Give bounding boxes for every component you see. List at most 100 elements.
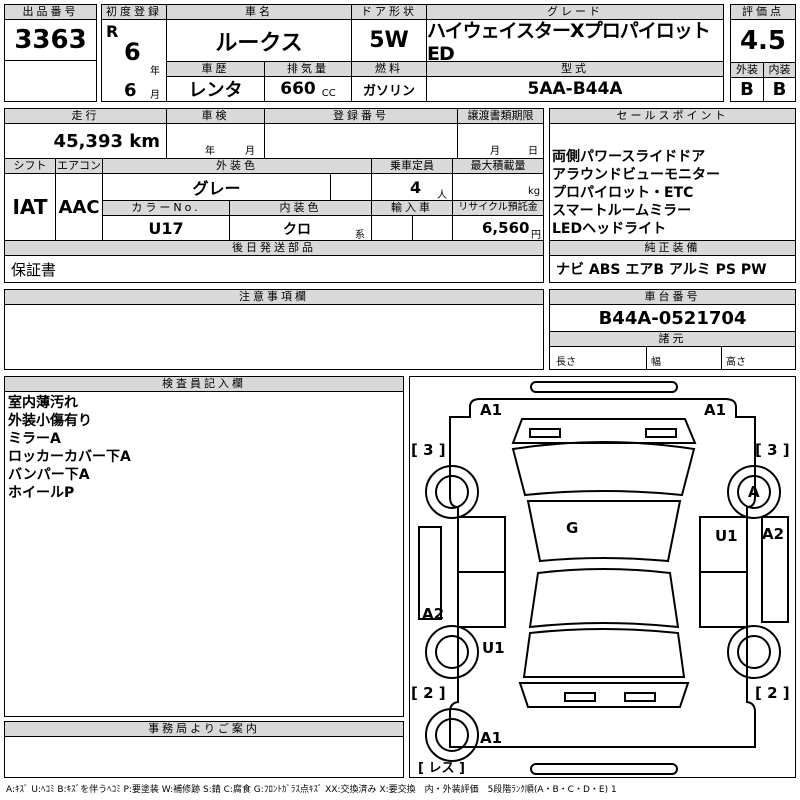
car-name: ルークス	[166, 19, 352, 62]
lot-no-label: 出品番号	[4, 4, 97, 20]
damage-mark: A2	[422, 605, 445, 623]
damage-mark: U1	[715, 527, 738, 545]
lot-no-blank	[4, 60, 97, 102]
left-taillight-outline	[564, 692, 596, 702]
notes-label: 注意事項欄	[4, 289, 544, 305]
fuel-label: 燃料	[351, 61, 427, 77]
notes-box	[4, 304, 544, 370]
inspector-line: バンパー下A	[8, 467, 90, 483]
exterior-color: グレー	[102, 173, 331, 201]
damage-mark: U1	[482, 639, 505, 657]
transfer-day-unit: 日	[528, 146, 538, 157]
inspection-month-unit: 月	[245, 146, 255, 157]
fuel: ガソリン	[351, 76, 427, 102]
grade: ハイウェイスターXプロパイロットED	[426, 19, 724, 65]
chassis-label: 車台番号	[549, 289, 796, 305]
spec-width: 幅	[646, 346, 722, 370]
int-grade: B	[763, 77, 796, 102]
spec-length: 長さ	[549, 346, 647, 370]
model: 5AA-B44A	[426, 76, 724, 102]
interior-color-unit: 系	[355, 230, 365, 241]
history-label: 車歴	[166, 61, 265, 77]
deferred-label: 後日発送部品	[4, 240, 544, 256]
door: 5W	[351, 19, 427, 62]
damage-mark: A1	[480, 401, 503, 419]
office-label: 事務局よりご案内	[4, 721, 404, 737]
car-outline-diagram	[418, 381, 789, 775]
inspector-line: ミラーA	[8, 431, 61, 447]
inspector-line: 室内薄汚れ	[8, 395, 78, 411]
deferred: 保証書	[4, 255, 544, 283]
reg-no-label: 登録番号	[264, 108, 458, 124]
wheel-front-right	[727, 465, 781, 519]
import-label: 輸入車	[371, 200, 453, 216]
left-skirt-outline	[418, 526, 442, 620]
score: 4.5	[730, 19, 796, 63]
lot-no: 3363	[4, 19, 97, 61]
sales-point: 両側パワースライドドア	[552, 149, 706, 165]
displacement-box: 660 CC	[264, 76, 352, 102]
inspector-line: ホイールP	[8, 485, 75, 501]
damage-mark: A2	[762, 525, 785, 543]
max-load-unit: kg	[528, 186, 541, 197]
rear-hatch-outline	[522, 628, 686, 678]
ac-label: エアコン	[55, 158, 103, 174]
score-label: 評価点	[730, 4, 796, 20]
mileage: 45,393 km	[4, 123, 167, 159]
model-label: 型式	[426, 61, 724, 77]
wheel-front-left	[425, 465, 479, 519]
transfer-label: 譲渡書類期限	[457, 108, 544, 124]
first-reg-label: 初度登録	[101, 4, 167, 20]
right-taillight-outline	[624, 692, 656, 702]
front-bumper-outline	[530, 381, 678, 393]
wheel-rear-left	[425, 625, 479, 679]
spec-length-label: 長さ	[556, 357, 576, 368]
damage-mark: A	[748, 483, 760, 501]
inspection-label: 車検	[166, 108, 265, 124]
recycle: 6,560	[482, 219, 530, 237]
inspector-lines: 室内薄汚れ 外装小傷有り ミラーA ロッカーカバー下A バンパー下A ホイールP	[8, 394, 131, 502]
ext-label: 外装	[730, 62, 764, 78]
mileage-label: 走行	[4, 108, 167, 124]
displacement: 660	[280, 79, 316, 99]
windshield-outline	[511, 441, 696, 497]
spare-wheel	[425, 708, 479, 762]
displacement-unit: CC	[321, 87, 336, 99]
exterior-color-label: 外装色	[102, 158, 372, 174]
rear-glass-outline	[528, 568, 680, 629]
exterior-color-code	[330, 173, 372, 201]
max-load-box	[452, 173, 544, 201]
max-load-label: 最大積載量	[452, 158, 544, 174]
roof-outline	[526, 500, 682, 563]
shift: IAT	[4, 173, 56, 241]
rear-bumper-outline	[530, 763, 678, 775]
ext-grade: B	[730, 77, 764, 102]
door-label: ドア形状	[351, 4, 427, 20]
recycle-label: リサイクル預託金	[452, 200, 544, 216]
first-reg-year-unit: 年	[150, 66, 160, 77]
ac: AAC	[55, 173, 103, 241]
interior-color: クロ	[283, 222, 311, 238]
inspector-line: ロッカーカバー下A	[8, 449, 131, 465]
damage-diagram: A1 A1 [ 3 ] [ 3 ] A G U1 A2 A2 U1 [ 2 ] …	[409, 376, 796, 778]
hood-outline	[511, 418, 697, 444]
spec-height-label: 高さ	[726, 357, 746, 368]
import-box-2	[412, 215, 453, 241]
car-name-label: 車名	[166, 4, 352, 20]
damage-mark: [ 2 ]	[411, 684, 446, 702]
int-label: 内装	[763, 62, 796, 78]
capacity-label: 乗車定員	[371, 158, 453, 174]
damage-mark: [ 3 ]	[755, 441, 790, 459]
inspection-year-unit: 年	[205, 146, 215, 157]
first-reg-month: 6	[124, 80, 137, 101]
recycle-unit: 円	[531, 230, 541, 241]
damage-mark: [ レス ]	[418, 761, 465, 776]
right-headlight-outline	[645, 428, 677, 438]
damage-mark: [ 2 ]	[755, 684, 790, 702]
office-box	[4, 736, 404, 778]
damage-mark: A1	[704, 401, 727, 419]
spec-height: 高さ	[721, 346, 796, 370]
history: レンタ	[166, 76, 265, 102]
damage-mark: [ 3 ]	[411, 441, 446, 459]
sales-point: スマートルームミラー	[552, 203, 692, 219]
